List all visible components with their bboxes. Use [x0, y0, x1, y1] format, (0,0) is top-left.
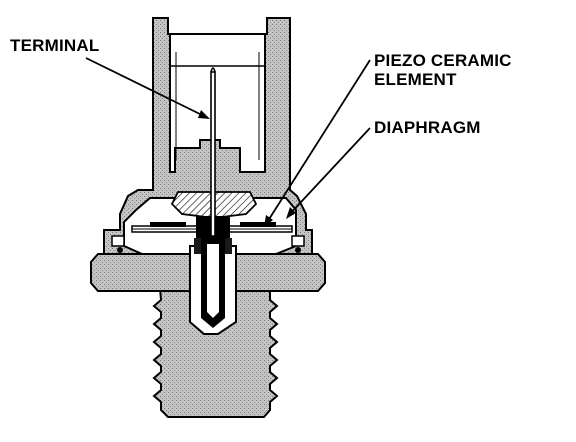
terminal-arrowhead — [198, 110, 210, 119]
piezo-arrowhead — [264, 215, 273, 227]
diaphragm-arrowhead — [286, 207, 296, 219]
diaphragm-label: DIAPHRAGM — [374, 118, 481, 137]
piezo-label-line2: ELEMENT — [374, 70, 457, 89]
piezo-leader — [265, 59, 371, 225]
terminal-leader — [85, 57, 209, 119]
threaded-bolt — [152, 287, 279, 418]
piezo-label-line1: PIEZO CERAMIC — [374, 51, 512, 70]
piezo-label: PIEZO CERAMIC ELEMENT — [374, 51, 512, 89]
leader-lines — [85, 57, 371, 227]
diaphragm-leader — [287, 127, 371, 217]
retaining-clips — [111, 235, 305, 253]
terminal-stem — [201, 67, 225, 328]
terminal-label: TERMINAL — [10, 36, 100, 55]
housing-body — [103, 17, 313, 255]
